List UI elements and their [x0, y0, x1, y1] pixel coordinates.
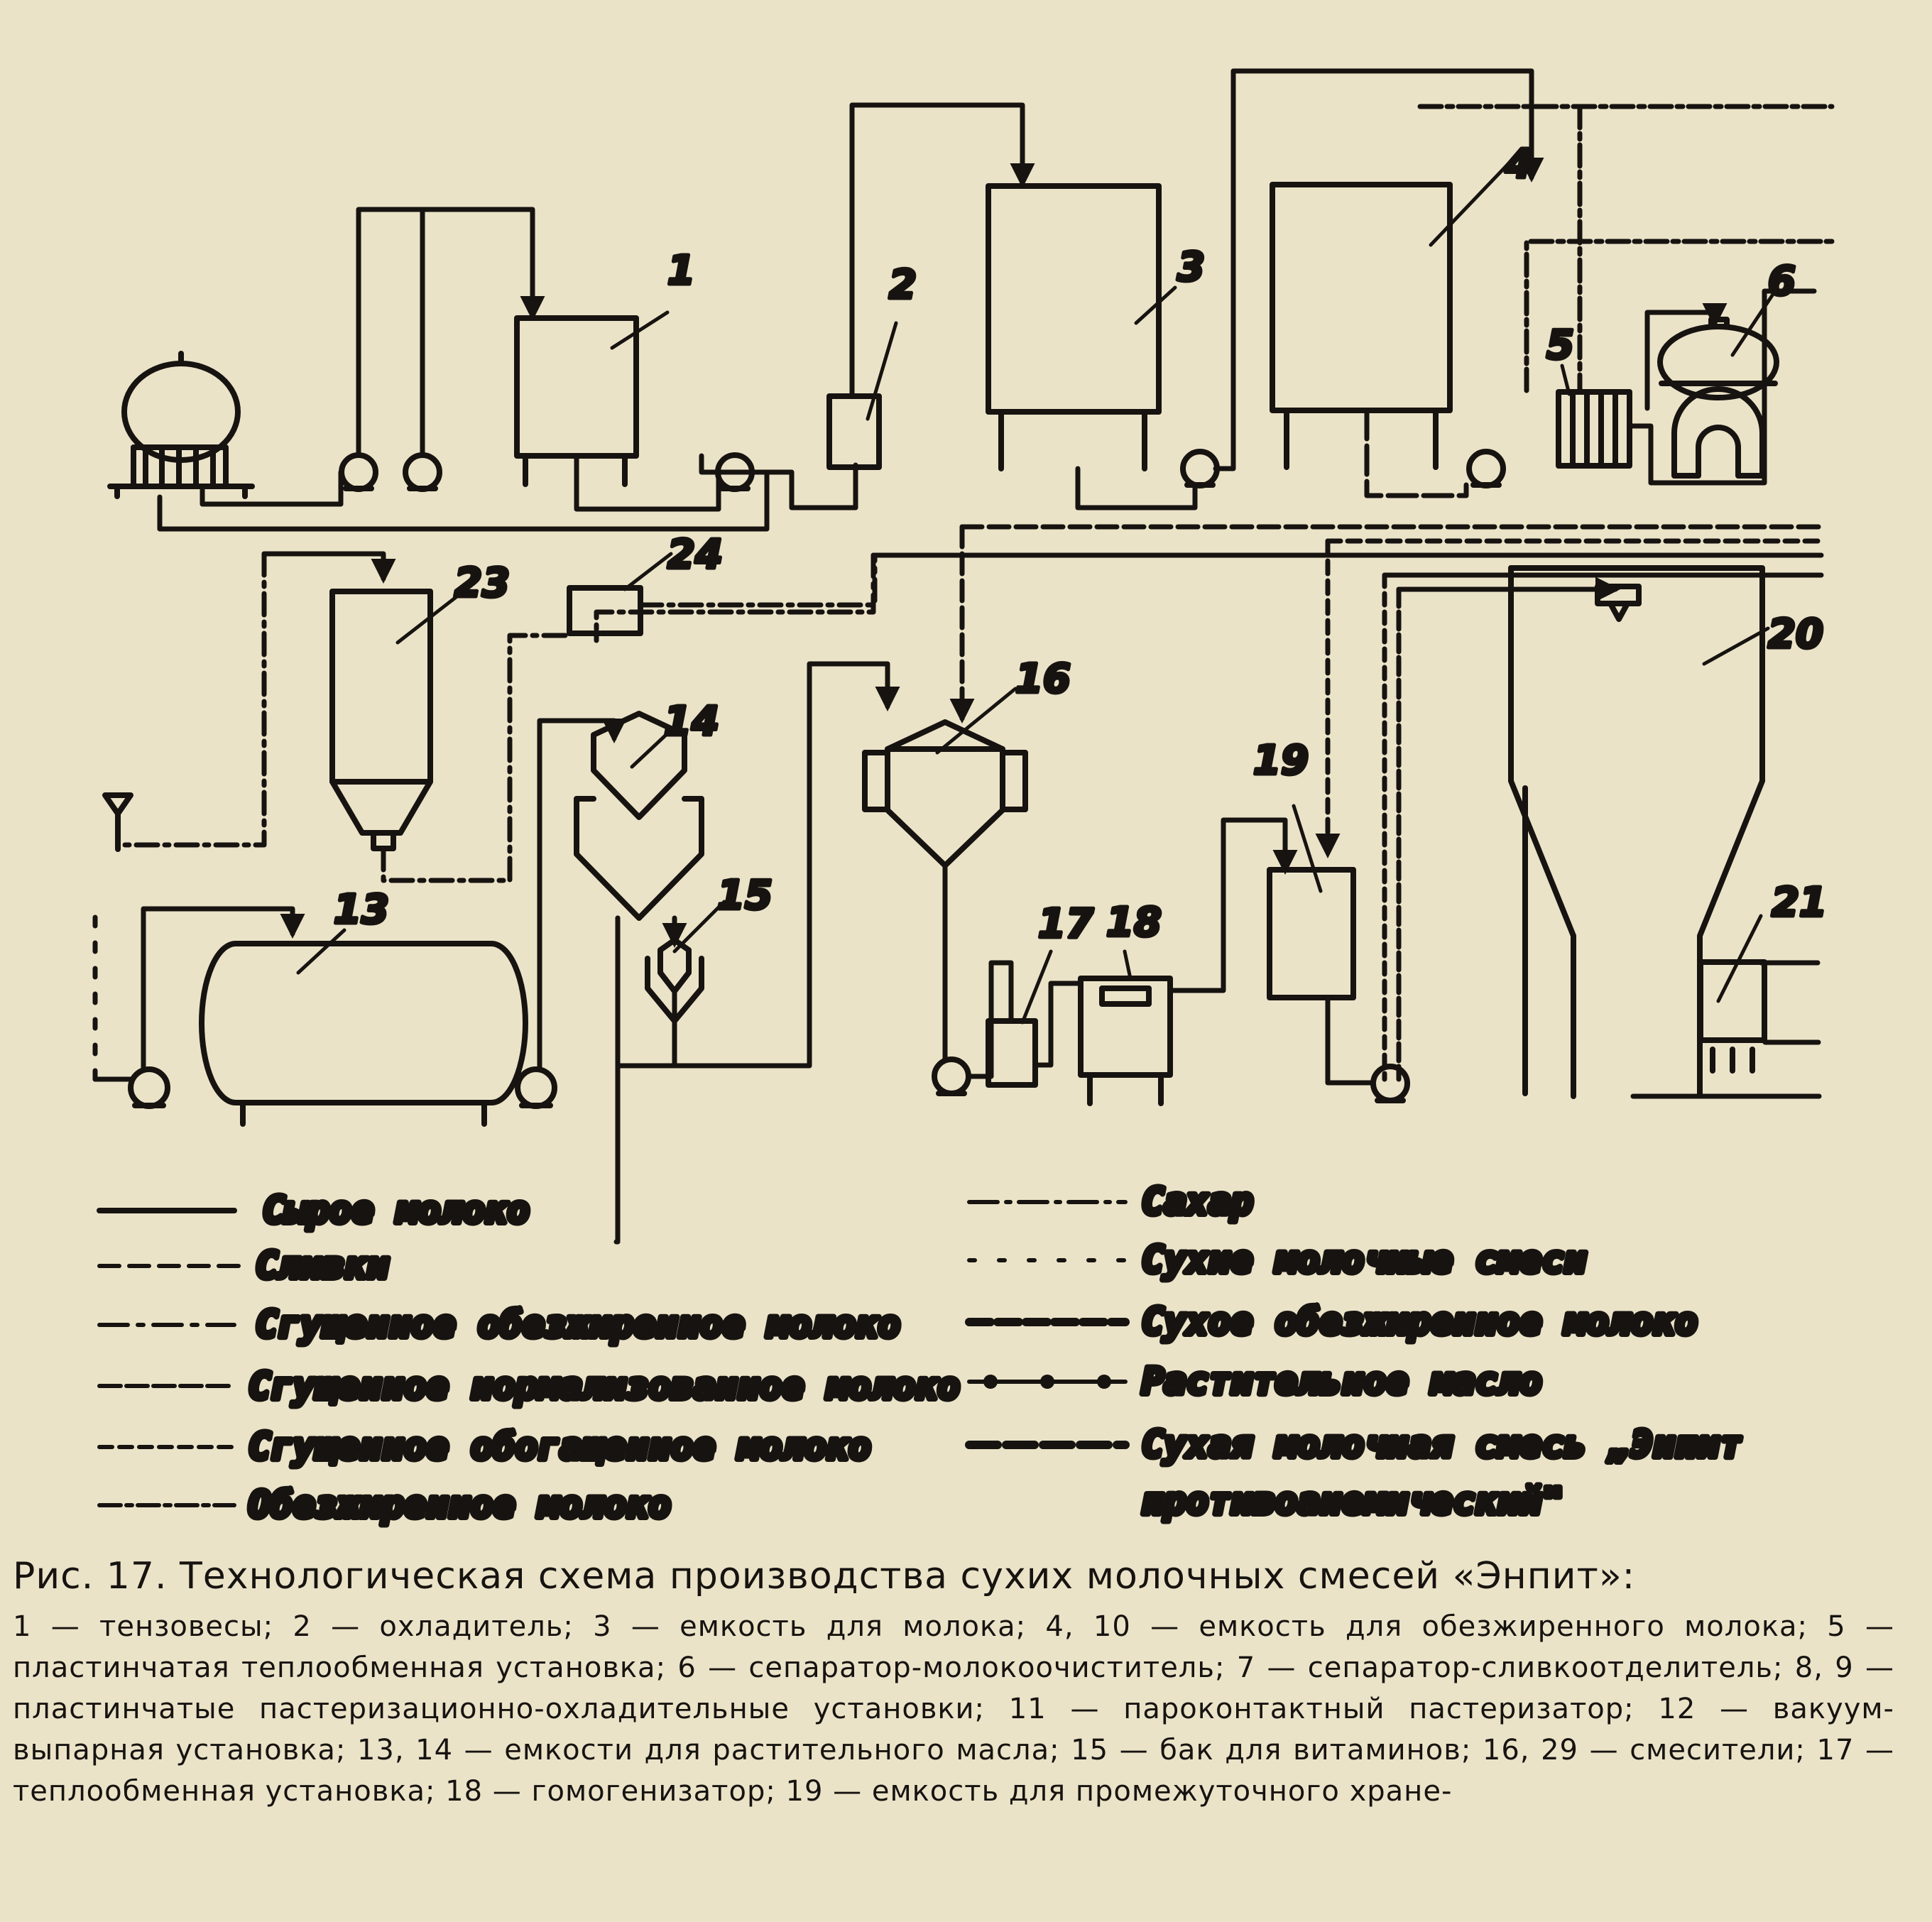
- legend-cream: Сливки: [256, 1245, 389, 1287]
- legend-veg-oil: Растительное масло: [1142, 1360, 1542, 1403]
- label-16: 16: [1015, 656, 1071, 702]
- legend-enpit-line1: Сухая молочная смесь „Энпит: [1142, 1424, 1742, 1466]
- homogenizer-18: [1078, 976, 1173, 1106]
- dryer-20: [1508, 565, 1765, 1099]
- unit-21-legs: [1710, 1047, 1755, 1074]
- caption-text: 1 — тензовесы; 2 — охладитель; 3 — емкос…: [13, 1610, 1894, 1808]
- unit-21: [1698, 959, 1767, 1043]
- label-14: 14: [664, 699, 719, 745]
- label-19: 19: [1253, 738, 1309, 784]
- tank-3: [986, 183, 1162, 471]
- legend-raw-milk: Сырое молоко: [263, 1189, 530, 1232]
- piping: [92, 68, 1835, 1245]
- exchanger-17: [986, 1018, 1038, 1088]
- label-15: 15: [717, 873, 773, 919]
- legend-sugar: Сахар: [1142, 1181, 1253, 1223]
- label-24: 24: [667, 532, 723, 578]
- figure-caption: Рис. 17. Технологическая схема производс…: [13, 1555, 1894, 1812]
- label-20: 20: [1768, 611, 1823, 657]
- label-17: 17: [1038, 901, 1093, 947]
- legend-enpit-line2: противоанемический": [1142, 1480, 1564, 1523]
- label-21: 21: [1772, 880, 1827, 926]
- label-6: 6: [1768, 258, 1796, 305]
- tank-14: [574, 711, 704, 921]
- process-scheme: 1 2 3 4 5 6 13 14 15 16 17 18 19 20 21 2…: [92, 68, 1835, 1529]
- label-23: 23: [454, 560, 510, 606]
- tank-13: [199, 941, 528, 1127]
- label-13: 13: [334, 887, 389, 933]
- label-3: 3: [1177, 244, 1205, 290]
- label-5: 5: [1546, 322, 1574, 368]
- caption-title: Рис. 17. Технологическая схема производс…: [13, 1555, 1636, 1598]
- label-1: 1: [667, 248, 695, 294]
- legend-dot: [1040, 1375, 1054, 1389]
- legend-right: Сахар Сухие молочные смеси Сухое обезжир…: [965, 1178, 1745, 1526]
- legend-condensed-normalized: Сгущенное нормализованное молоко: [249, 1365, 960, 1408]
- legend-dot: [983, 1375, 998, 1389]
- label-2: 2: [889, 262, 917, 308]
- plate-exchanger-5: [1556, 389, 1632, 469]
- mixer-16: [862, 719, 1028, 868]
- legend-condensed-skim: Сгущенное обезжиренное молоко: [256, 1304, 900, 1346]
- label-18: 18: [1106, 900, 1162, 946]
- equipment-labels: 1 2 3 4 5 6 13 14 15 16 17 18 19 20 21 2…: [296, 140, 1828, 1025]
- sugar-funnel: [102, 792, 133, 852]
- label-4: 4: [1505, 141, 1533, 187]
- tank-19: [1267, 867, 1356, 1000]
- legend-skim: Обезжиренное молоко: [249, 1484, 671, 1527]
- pumps-bottom: [128, 1056, 1410, 1109]
- legend-dry-mixes: Сухие молочные смеси: [1142, 1239, 1586, 1282]
- legend-dry-skim: Сухое обезжиренное молоко: [1142, 1301, 1698, 1343]
- pumps-top: [339, 449, 1506, 492]
- legend-left: Сырое молоко Сливки Сгущенное обезжиренн…: [97, 1186, 963, 1529]
- legend-condensed-enriched: Сгущенное обогащенное молоко: [249, 1426, 871, 1468]
- tank-23: [329, 589, 433, 851]
- legend-dot: [1097, 1375, 1111, 1389]
- weighing-tank-unit: [107, 351, 255, 499]
- tank-4: [1270, 182, 1453, 470]
- separator-6: [1657, 317, 1779, 479]
- legend: Сырое молоко Сливки Сгущенное обезжиренн…: [97, 1178, 1745, 1529]
